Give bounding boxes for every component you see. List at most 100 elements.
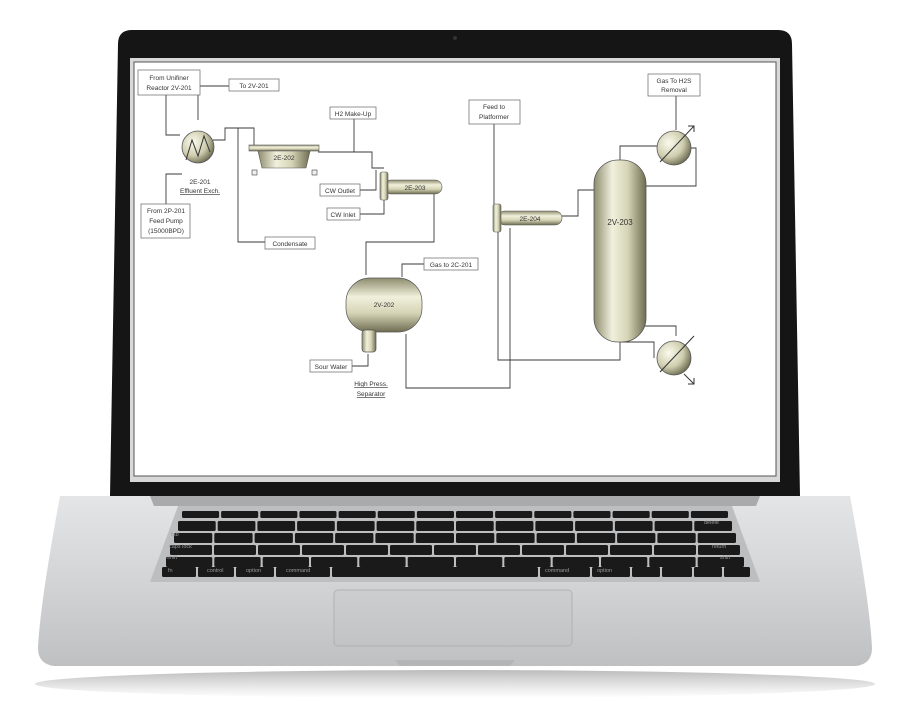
keyboard-key[interactable]	[221, 511, 259, 518]
keyboard-key[interactable]	[592, 567, 630, 577]
keyboard-key[interactable]	[258, 545, 300, 555]
keyboard-key[interactable]	[299, 511, 337, 518]
keyboard-key[interactable]	[495, 521, 534, 531]
keyboard-key[interactable]	[657, 533, 696, 543]
keyboard-key[interactable]	[601, 557, 648, 567]
keyboard-key[interactable]	[359, 557, 406, 567]
keyboard-key[interactable]	[415, 533, 454, 543]
keyboard-key[interactable]	[294, 533, 334, 543]
keyboard-key[interactable]	[346, 545, 388, 555]
keyboard-key[interactable]	[612, 511, 650, 518]
keyboard-key[interactable]	[552, 557, 599, 567]
keyboard-key[interactable]	[632, 567, 660, 577]
separator-2v-202[interactable]	[345, 277, 423, 353]
key-option[interactable]: option	[246, 568, 261, 574]
keyboard-key[interactable]	[166, 557, 213, 567]
keyboard-key[interactable]	[540, 567, 590, 577]
keyboard-key[interactable]	[536, 533, 575, 543]
label-feed-to-platformer-2: Platformer	[479, 114, 510, 121]
keyboard-key[interactable]	[214, 545, 256, 555]
keyboard-key[interactable]	[573, 511, 611, 518]
keyboard-key[interactable]	[311, 557, 358, 567]
column-2v-203[interactable]	[593, 159, 647, 343]
key-tab[interactable]: tab	[171, 532, 179, 538]
keyboard-key[interactable]	[456, 533, 495, 543]
exchanger-2e-201[interactable]	[181, 130, 215, 164]
key-caps-lock[interactable]: caps lock	[169, 544, 192, 550]
aircooler-2e-202[interactable]	[248, 144, 320, 176]
keyboard-key[interactable]	[724, 567, 750, 577]
keyboard-key[interactable]	[504, 557, 551, 567]
keyboard-key[interactable]	[617, 533, 656, 543]
reboiler[interactable]	[656, 335, 695, 385]
keyboard-key[interactable]	[302, 545, 344, 555]
keyboard-key[interactable]	[649, 557, 696, 567]
key-control[interactable]: control	[207, 568, 224, 574]
keyboard-key[interactable]	[178, 521, 216, 531]
keyboard-key[interactable]	[478, 545, 520, 555]
key-delete[interactable]: delete	[704, 520, 719, 526]
keyboard-key[interactable]	[336, 521, 375, 531]
keyboard-key[interactable]	[182, 511, 220, 518]
keyboard-key[interactable]	[694, 521, 732, 531]
keyboard-key[interactable]	[610, 545, 652, 555]
keyboard-key[interactable]	[697, 557, 744, 567]
condenser-overhead[interactable]	[656, 125, 695, 166]
keyboard-key[interactable]	[214, 557, 261, 567]
keyboard-key[interactable]	[576, 533, 616, 543]
keyboard-key[interactable]	[566, 545, 608, 555]
keyboard-key[interactable]	[262, 557, 309, 567]
keyboard-key[interactable]	[377, 511, 415, 518]
keyboard-key[interactable]	[390, 545, 432, 555]
keyboard-key[interactable]	[434, 545, 476, 555]
keyboard-key[interactable]	[694, 567, 722, 577]
keyboard-key[interactable]	[575, 521, 613, 531]
keyboard-key[interactable]	[456, 557, 503, 567]
keyboard-key[interactable]	[276, 567, 330, 577]
keyboard-key[interactable]	[254, 533, 293, 543]
keyboard-key[interactable]	[376, 521, 415, 531]
keyboard-key[interactable]	[456, 511, 494, 518]
keyboard-key[interactable]	[174, 533, 213, 543]
keyboard-key[interactable]	[522, 545, 564, 555]
key-shift-right[interactable]: shift	[720, 555, 731, 561]
keyboard-key[interactable]	[534, 511, 572, 518]
keyboard-key[interactable]	[375, 533, 414, 543]
exchanger-2e-204[interactable]	[492, 203, 563, 233]
keyboard-key[interactable]	[214, 533, 253, 543]
key-shift[interactable]: shift	[167, 555, 178, 561]
key-fn[interactable]: fn	[168, 568, 173, 574]
keyboard-key[interactable]	[651, 511, 689, 518]
exchanger-2e-203[interactable]	[379, 171, 443, 201]
keyboard-key[interactable]	[332, 567, 538, 577]
keyboard-key[interactable]	[495, 511, 533, 518]
key-command-right[interactable]: command	[545, 568, 569, 574]
keyboard-key[interactable]	[416, 511, 454, 518]
keyboard-key[interactable]	[257, 521, 296, 531]
keyboard-key[interactable]	[662, 567, 692, 577]
keyboard-key[interactable]	[236, 567, 274, 577]
keyboard-key[interactable]	[654, 545, 696, 555]
keyboard-key[interactable]	[535, 521, 574, 531]
keyboard-key[interactable]	[407, 557, 454, 567]
keyboard-key[interactable]	[654, 521, 693, 531]
keyboard-key[interactable]	[690, 511, 728, 518]
keyboard-key[interactable]	[162, 567, 196, 577]
keyboard-key[interactable]	[456, 521, 494, 531]
keyboard-key[interactable]	[698, 545, 740, 555]
key-return[interactable]: return	[712, 544, 726, 550]
keyboard-key[interactable]	[297, 521, 335, 531]
trackpad[interactable]	[333, 589, 573, 647]
keyboard-key[interactable]	[198, 567, 234, 577]
keyboard-key[interactable]	[170, 545, 212, 555]
keyboard-key[interactable]	[614, 521, 653, 531]
keyboard-key[interactable]	[217, 521, 256, 531]
keyboard-key[interactable]	[260, 511, 298, 518]
key-option-right[interactable]: option	[597, 568, 612, 574]
keyboard-key[interactable]	[697, 533, 736, 543]
keyboard-key[interactable]	[496, 533, 535, 543]
keyboard-key[interactable]	[338, 511, 376, 518]
keyboard-key[interactable]	[416, 521, 454, 531]
keyboard-key[interactable]	[335, 533, 374, 543]
key-command[interactable]: command	[286, 568, 310, 574]
